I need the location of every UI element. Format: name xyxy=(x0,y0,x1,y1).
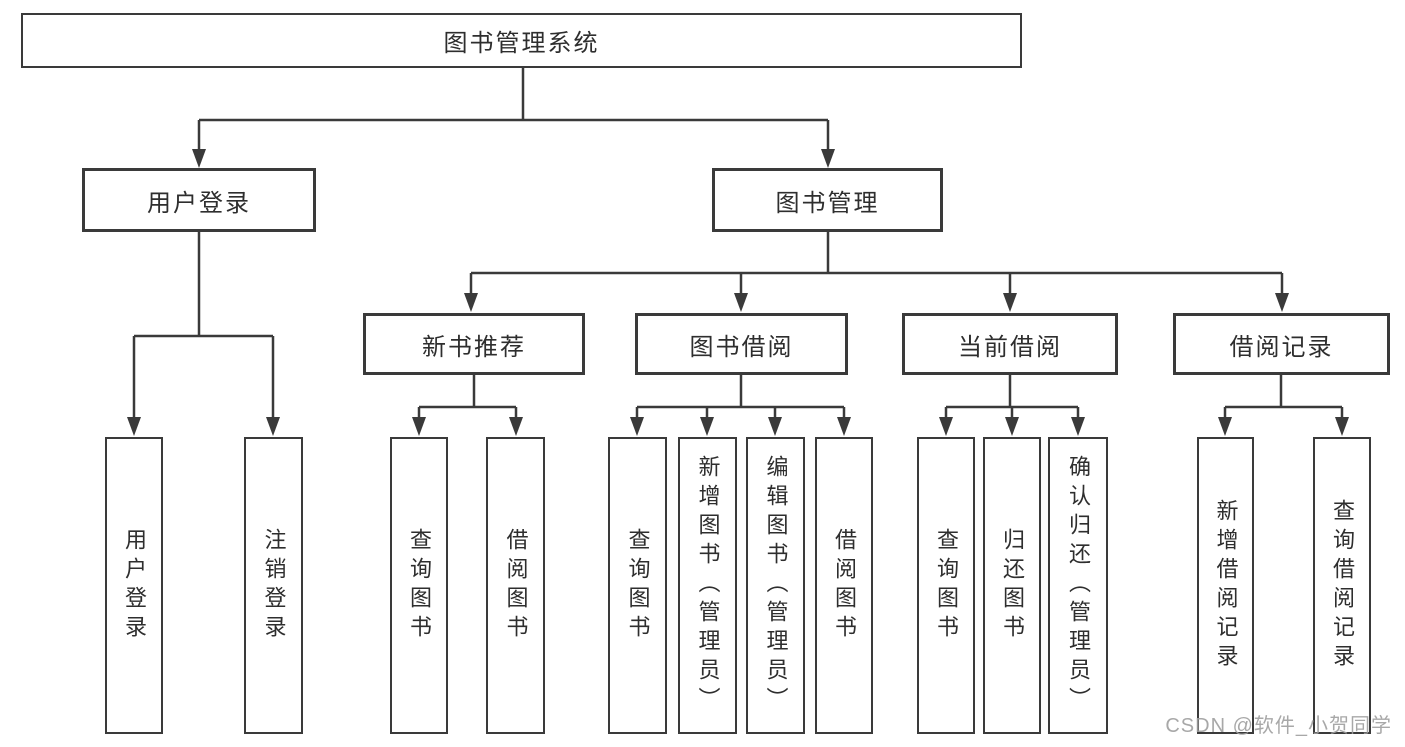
node-book-borrowing: 图书借阅 xyxy=(635,313,848,375)
arrowhead-icon xyxy=(464,293,478,312)
arrowhead-icon xyxy=(939,417,953,436)
arrowhead-icon xyxy=(127,417,141,436)
arrowhead-icon xyxy=(1005,417,1019,436)
connector-tree xyxy=(132,68,1344,419)
arrowhead-icon xyxy=(192,149,206,168)
leaf-return-books: 归还图书 xyxy=(983,437,1041,734)
node-library-management-system: 图书管理系统 xyxy=(21,13,1022,68)
leaf-query-books-2: 查询图书 xyxy=(608,437,667,734)
arrowhead-icon xyxy=(700,417,714,436)
connector-current-borrowing xyxy=(944,375,1080,419)
leaf-edit-books-admin-label: 编辑图书（管理员） xyxy=(763,455,789,716)
leaf-add-borrow-record: 新增借阅记录 xyxy=(1197,437,1254,734)
leaf-add-borrow-record-label: 新增借阅记录 xyxy=(1213,498,1239,673)
arrowhead-icon xyxy=(821,149,835,168)
node-user-login: 用户登录 xyxy=(82,168,316,232)
leaf-edit-books-admin: 编辑图书（管理员） xyxy=(746,437,805,734)
connector-user-login xyxy=(132,232,275,419)
connector-book-management xyxy=(469,232,1284,295)
arrowhead-icon xyxy=(1218,417,1232,436)
leaf-query-books-3-label: 查询图书 xyxy=(934,527,959,644)
leaf-borrow-books-2: 借阅图书 xyxy=(815,437,873,734)
arrowhead-icon xyxy=(630,417,644,436)
arrowhead-icon xyxy=(412,417,426,436)
leaf-user-login: 用户登录 xyxy=(105,437,163,734)
arrowhead-icon xyxy=(509,417,523,436)
leaf-logout: 注销登录 xyxy=(244,437,303,734)
connector-root-level2 xyxy=(197,68,830,151)
node-book-management: 图书管理 xyxy=(712,168,943,232)
node-new-book-recommend: 新书推荐 xyxy=(363,313,585,375)
arrowheads xyxy=(127,149,1349,436)
arrowhead-icon xyxy=(734,293,748,312)
leaf-query-borrow-record-label: 查询借阅记录 xyxy=(1330,498,1355,673)
connector-book-borrowing xyxy=(635,375,846,419)
leaf-borrow-books-1-label: 借阅图书 xyxy=(503,527,529,644)
leaf-user-login-label: 用户登录 xyxy=(122,527,147,644)
leaf-confirm-return-admin-label: 确认归还（管理员） xyxy=(1066,455,1091,716)
leaf-confirm-return-admin: 确认归还（管理员） xyxy=(1048,437,1108,734)
leaf-add-books-admin: 新增图书（管理员） xyxy=(678,437,737,734)
leaf-logout-label: 注销登录 xyxy=(261,527,287,644)
leaf-query-borrow-record: 查询借阅记录 xyxy=(1313,437,1371,734)
leaf-query-books-2-label: 查询图书 xyxy=(625,527,651,644)
csdn-watermark: CSDN @软件_小贺同学 xyxy=(1165,715,1392,737)
node-borrowing-records: 借阅记录 xyxy=(1173,313,1390,375)
leaf-query-books-3: 查询图书 xyxy=(917,437,975,734)
node-current-borrowing: 当前借阅 xyxy=(902,313,1118,375)
arrowhead-icon xyxy=(1275,293,1289,312)
arrowhead-icon xyxy=(837,417,851,436)
arrowhead-icon xyxy=(768,417,782,436)
leaf-add-books-admin-label: 新增图书（管理员） xyxy=(695,455,721,716)
arrowhead-icon xyxy=(1335,417,1349,436)
arrowhead-icon xyxy=(266,417,280,436)
leaf-return-books-label: 归还图书 xyxy=(1000,527,1025,644)
arrowhead-icon xyxy=(1071,417,1085,436)
arrowhead-icon xyxy=(1003,293,1017,312)
leaf-query-books-1: 查询图书 xyxy=(390,437,448,734)
connector-borrowing-records xyxy=(1223,375,1344,419)
leaf-borrow-books-2-label: 借阅图书 xyxy=(832,527,857,644)
leaf-query-books-1-label: 查询图书 xyxy=(407,527,432,644)
leaf-borrow-books-1: 借阅图书 xyxy=(486,437,545,734)
connector-new-book xyxy=(417,375,518,419)
